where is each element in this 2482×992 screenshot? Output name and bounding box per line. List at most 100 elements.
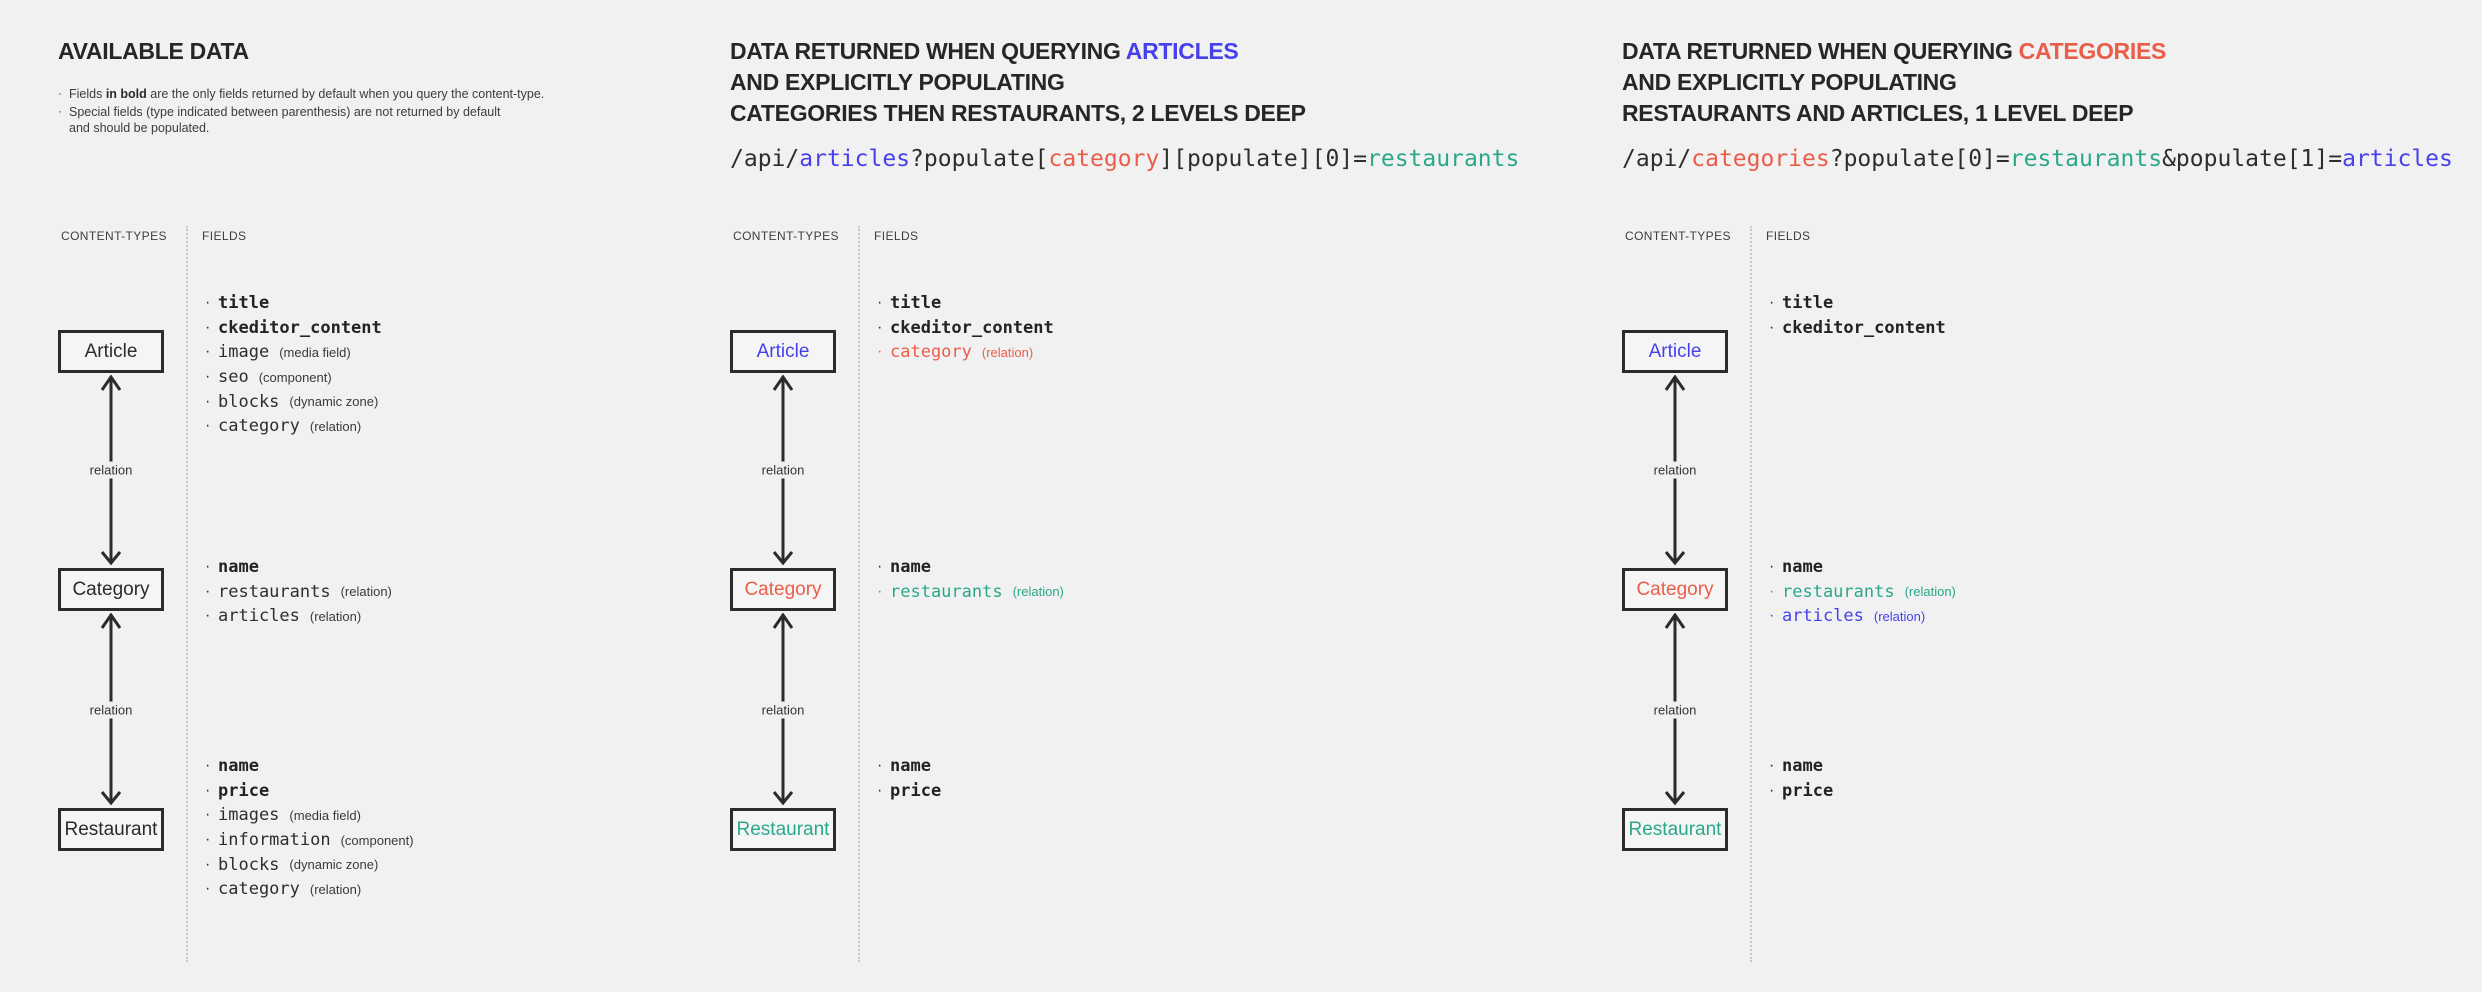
field-row: ·name bbox=[1769, 754, 1843, 779]
bullet-icon: · bbox=[877, 318, 883, 336]
field-name: category bbox=[218, 879, 300, 900]
note-item: · Fields in bold are the only fields ret… bbox=[58, 86, 544, 102]
bullet-icon: · bbox=[58, 86, 62, 100]
field-name: title bbox=[1782, 293, 1834, 314]
field-name: blocks bbox=[218, 391, 280, 412]
field-name: ckeditor_content bbox=[890, 317, 1054, 338]
field-name: information bbox=[218, 830, 331, 851]
content-type-box-category: Category bbox=[730, 568, 836, 611]
title-line-2: AND EXPLICITLY POPULATING bbox=[1622, 69, 1957, 95]
title-highlight-articles: ARTICLES bbox=[1125, 38, 1239, 64]
field-row: ·price bbox=[1769, 779, 1843, 804]
column-header-fields: FIELDS bbox=[1766, 229, 1811, 243]
relation-label: relation bbox=[756, 461, 810, 479]
content-type-box-category: Category bbox=[58, 568, 164, 611]
field-type: (dynamic zone) bbox=[289, 857, 379, 873]
bullet-icon: · bbox=[205, 343, 211, 361]
title-line-1: DATA RETURNED WHEN QUERYING CATEGORIES bbox=[1622, 38, 2167, 64]
column-header-content-types: CONTENT-TYPES bbox=[1625, 229, 1731, 243]
note-text: Fields in bold are the only fields retur… bbox=[69, 87, 545, 101]
url-segment: /api/ bbox=[730, 146, 800, 172]
field-row: ·blocks(dynamic zone) bbox=[205, 852, 414, 877]
relation-label: relation bbox=[1648, 701, 1702, 719]
bullet-icon: · bbox=[877, 781, 883, 799]
field-row: ·title bbox=[1769, 291, 1956, 316]
bullet-icon: · bbox=[205, 855, 211, 873]
content-type-box-article: Article bbox=[730, 330, 836, 373]
panel-articles-query: DATA RETURNED WHEN QUERYING ARTICLES AND… bbox=[730, 0, 1570, 992]
url-segment: restaurants bbox=[1367, 146, 1520, 172]
field-row: · blocks (dynamic zone) bbox=[205, 389, 392, 414]
title-line-3: CATEGORIES THEN RESTAURANTS, 2 LEVELS DE… bbox=[730, 100, 1306, 126]
field-name: name bbox=[890, 557, 931, 578]
field-name: price bbox=[218, 780, 270, 801]
note-item: · Special fields (type indicated between… bbox=[58, 104, 501, 136]
url-segment: articles bbox=[2342, 146, 2453, 172]
bullet-icon: · bbox=[205, 781, 211, 799]
panel-title: AVAILABLE DATA bbox=[58, 36, 249, 67]
field-row: · price bbox=[205, 779, 414, 804]
field-row: ·seo(component) bbox=[205, 365, 392, 390]
field-row: ·title bbox=[205, 291, 392, 316]
field-type: (relation) bbox=[309, 418, 362, 434]
field-row: ·name bbox=[1769, 555, 1956, 580]
panel-available-data: AVAILABLE DATA · Fields in bold are the … bbox=[58, 0, 658, 992]
field-row: ·category(relation) bbox=[205, 414, 392, 439]
field-type: (relation) bbox=[309, 881, 362, 897]
bullet-icon: · bbox=[205, 417, 211, 435]
field-row: · images (media field) bbox=[205, 803, 414, 828]
column-divider bbox=[858, 226, 860, 962]
category-field-list: ·name ·restaurants(relation) bbox=[877, 555, 1064, 604]
bullet-icon: · bbox=[1769, 781, 1775, 799]
article-field-list: ·title ·ckeditor_content bbox=[1769, 291, 1956, 340]
field-type: (component) bbox=[340, 832, 414, 848]
field-name: title bbox=[218, 293, 270, 314]
field-name: category bbox=[890, 342, 972, 363]
column-header-content-types: CONTENT-TYPES bbox=[61, 229, 167, 243]
bullet-icon: · bbox=[205, 806, 211, 824]
bullet-icon: · bbox=[205, 757, 211, 775]
field-name: restaurants bbox=[1782, 581, 1895, 602]
restaurant-field-list: ·name · price · images (media field) · infor… bbox=[205, 754, 414, 902]
field-name: images bbox=[218, 805, 280, 826]
column-divider bbox=[186, 226, 188, 962]
column-divider bbox=[1750, 226, 1752, 962]
field-type: (media field) bbox=[289, 807, 361, 823]
bullet-icon: · bbox=[205, 368, 211, 386]
field-name: seo bbox=[218, 367, 249, 388]
field-type: (relation) bbox=[1873, 608, 1926, 624]
field-name: name bbox=[1782, 557, 1823, 578]
title-line-3: RESTAURANTS AND ARTICLES, 1 LEVEL DEEP bbox=[1622, 100, 2134, 126]
category-field-list: ·name ·restaurants(relation) ·articles(r… bbox=[205, 555, 392, 629]
bullet-icon: · bbox=[1769, 582, 1775, 600]
bullet-icon: · bbox=[205, 831, 211, 849]
field-type: (relation) bbox=[1904, 584, 1956, 600]
url-segment: restaurants bbox=[2009, 146, 2163, 172]
relation-label: relation bbox=[756, 701, 810, 719]
bullet-icon: · bbox=[205, 582, 211, 600]
restaurant-field-list: ·name ·price bbox=[877, 754, 951, 803]
field-type: (relation) bbox=[340, 584, 392, 600]
bullet-icon: · bbox=[58, 104, 62, 118]
field-name: name bbox=[890, 756, 931, 777]
bullet-icon: · bbox=[205, 392, 211, 410]
title-line-1: DATA RETURNED WHEN QUERYING ARTICLES bbox=[730, 38, 1239, 64]
field-row: ·ckeditor_content bbox=[1769, 316, 1956, 341]
field-name: restaurants bbox=[890, 581, 1003, 602]
content-type-box-article: Article bbox=[1622, 330, 1728, 373]
field-row: ·category(relation) bbox=[205, 877, 414, 902]
field-row: ·name bbox=[205, 754, 414, 779]
field-type: (relation) bbox=[309, 608, 362, 624]
field-type: (dynamic zone) bbox=[289, 394, 379, 410]
note-text: Special fields (type indicated between p… bbox=[69, 105, 501, 135]
relation-label: relation bbox=[84, 701, 138, 719]
url-segment: /api/ bbox=[1622, 146, 1692, 172]
content-type-box-restaurant: Restaurant bbox=[1622, 808, 1728, 851]
field-row: ·articles(relation) bbox=[205, 604, 392, 629]
relation-label: relation bbox=[84, 461, 138, 479]
bullet-icon: · bbox=[1769, 607, 1775, 625]
content-type-box-restaurant: Restaurant bbox=[730, 808, 836, 851]
field-name: name bbox=[218, 557, 259, 578]
content-type-box-category: Category bbox=[1622, 568, 1728, 611]
